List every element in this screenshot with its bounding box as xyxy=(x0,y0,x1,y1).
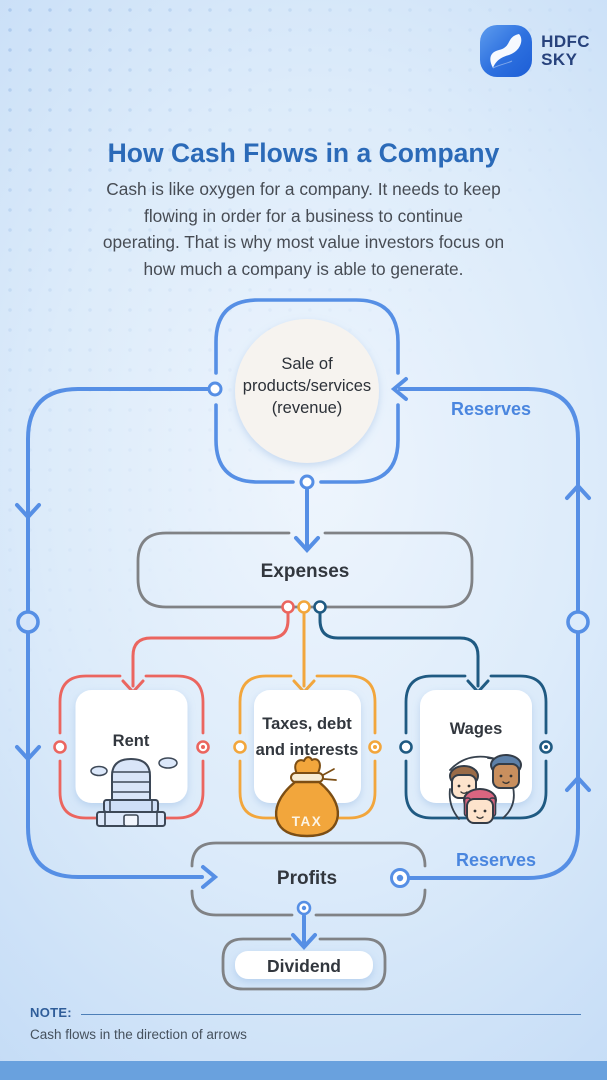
port-dot-center xyxy=(544,745,548,749)
note-text: Cash flows in the direction of arrows xyxy=(30,1027,247,1042)
revenue-label: Sale of xyxy=(281,355,333,373)
port-dot xyxy=(233,740,247,754)
arrow-up-icon xyxy=(565,483,591,500)
node-profits: Profits xyxy=(190,841,427,917)
taxes-label: Taxes, debt xyxy=(262,715,352,733)
revenue-to-expenses-arrow xyxy=(294,488,320,553)
subtitle-line: operating. That is why most value invest… xyxy=(102,232,505,252)
note-label: NOTE: xyxy=(30,1005,72,1020)
employees-cycle-icon xyxy=(448,754,522,824)
port-dot-center xyxy=(396,874,404,882)
subtitle-line: how much a company is able to generate. xyxy=(143,258,464,279)
expenses-branches xyxy=(121,611,490,695)
reserves-label-bottom: Reserves xyxy=(456,850,536,870)
left-flow-line xyxy=(15,387,219,889)
taxes-label: and interests xyxy=(256,741,359,759)
port-dot xyxy=(313,600,327,614)
arrow-down-icon xyxy=(15,503,41,520)
profits-label: Profits xyxy=(277,868,337,889)
footer-bar xyxy=(0,1061,607,1080)
office-building-icon xyxy=(90,757,178,827)
revenue-label: products/services xyxy=(243,377,371,395)
port-dot-center xyxy=(373,745,377,749)
wages-label: Wages xyxy=(450,720,503,738)
revenue-label: (revenue) xyxy=(272,399,343,417)
brand-logo: HDFC SKY xyxy=(479,24,590,78)
right-flow-line xyxy=(390,377,591,880)
node-revenue: Sale of products/services (revenue) xyxy=(207,298,400,490)
tax-bag-text: TAX xyxy=(292,814,323,829)
hdfc-sky-bolt-icon xyxy=(480,25,533,77)
dividend-pill xyxy=(235,951,373,979)
arrow-down-icon xyxy=(294,536,320,553)
brand-name: HDFC SKY xyxy=(541,33,590,69)
subtitle-line: flowing in order for a business to conti… xyxy=(144,205,463,226)
reserves-label-top: Reserves xyxy=(451,399,531,419)
tax-bag-icon: TAX xyxy=(274,756,340,838)
line-ring xyxy=(16,610,40,634)
node-taxes: Taxes, debt and interests TAX xyxy=(233,674,382,838)
line-ring xyxy=(566,610,590,634)
note-section: NOTE: Cash flows in the direction of arr… xyxy=(30,1005,581,1042)
arrow-left-icon xyxy=(390,377,408,401)
port-dot xyxy=(207,381,223,397)
port-dot xyxy=(281,600,295,614)
rent-label: Rent xyxy=(113,732,150,750)
port-dot xyxy=(297,600,311,614)
page-subtitle: Cash is like oxygen for a company. It ne… xyxy=(0,176,607,282)
node-rent: Rent xyxy=(53,674,210,827)
profits-to-dividend-arrow xyxy=(291,914,317,950)
port-dot-center xyxy=(301,905,307,911)
expenses-label: Expenses xyxy=(261,561,350,582)
port-dot xyxy=(299,474,315,490)
arrow-down-icon xyxy=(291,933,317,950)
arrow-up-icon xyxy=(565,775,591,792)
node-wages: Wages xyxy=(399,674,553,824)
arrow-down-icon xyxy=(15,745,41,762)
page-title: How Cash Flows in a Company xyxy=(107,138,500,168)
node-dividend: Dividend xyxy=(221,937,387,991)
revenue-circle xyxy=(235,319,379,463)
arrow-right-icon xyxy=(201,865,219,889)
subtitle-line: Cash is like oxygen for a company. It ne… xyxy=(106,179,501,199)
port-dot xyxy=(53,740,67,754)
note-rule xyxy=(80,1013,581,1015)
brand-name-line2: SKY xyxy=(541,50,578,69)
brand-name-line1: HDFC xyxy=(541,32,590,51)
dividend-label: Dividend xyxy=(267,956,341,976)
taxes-card xyxy=(254,690,361,803)
port-dot xyxy=(399,740,413,754)
port-dot-center xyxy=(201,745,205,749)
